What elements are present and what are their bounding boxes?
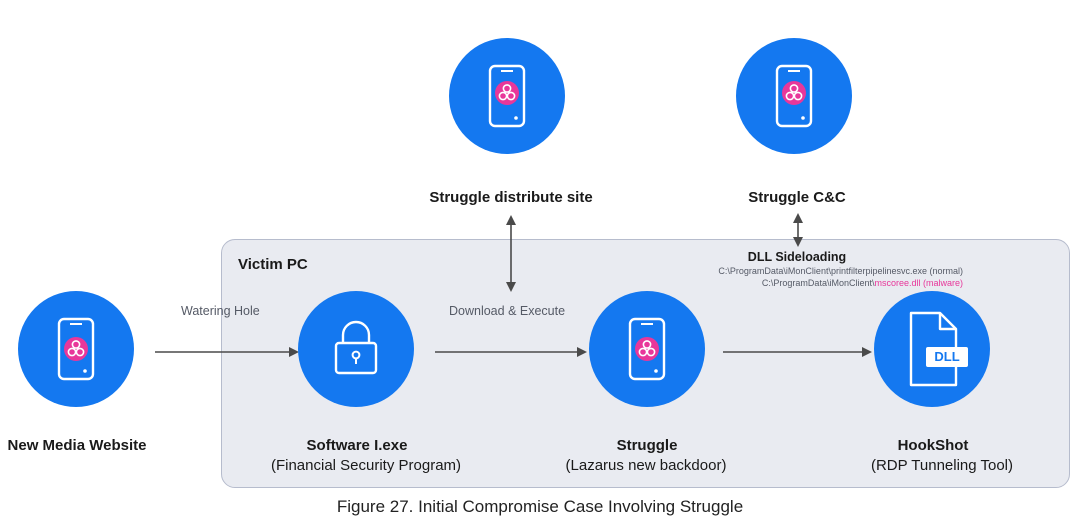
dll-path-malware: C:\ProgramData\iMonClient\mscoree.dll (m… bbox=[762, 278, 963, 288]
dll-path-malware-prefix: C:\ProgramData\iMonClient\ bbox=[761, 278, 875, 288]
figure-caption: Figure 27. Initial Compromise Case Invol… bbox=[336, 497, 744, 516]
dll-badge-text: DLL bbox=[934, 349, 960, 364]
c2-title: Struggle C&C bbox=[748, 189, 846, 206]
hookshot-title: HookShot bbox=[897, 437, 969, 454]
software-node bbox=[298, 291, 414, 407]
lock-icon bbox=[334, 320, 378, 375]
malware-phone-icon bbox=[775, 64, 813, 128]
website-node bbox=[18, 291, 134, 407]
victim-pc-label: Victim PC bbox=[238, 256, 308, 273]
dll-path-malware-file: mscoree.dll (malware) bbox=[874, 278, 963, 288]
software-subtitle: (Financial Security Program) bbox=[270, 457, 462, 474]
download-execute-label: Download & Execute bbox=[449, 304, 566, 318]
malware-phone-icon bbox=[488, 64, 526, 128]
watering-hole-label: Watering Hole bbox=[181, 304, 260, 318]
dll-path-normal: C:\ProgramData\iMonClient\printfilterpip… bbox=[718, 266, 963, 276]
hookshot-node: DLL bbox=[874, 291, 990, 407]
dll-file-icon bbox=[909, 311, 968, 387]
distribute-site-node bbox=[449, 38, 565, 154]
struggle-node bbox=[589, 291, 705, 407]
struggle-subtitle: (Lazarus new backdoor) bbox=[565, 457, 727, 474]
struggle-title: Struggle bbox=[616, 437, 678, 454]
website-title: New Media Website bbox=[7, 437, 147, 454]
distribute-site-title: Struggle distribute site bbox=[429, 189, 593, 206]
software-title: Software I.exe bbox=[306, 437, 408, 454]
c2-node bbox=[736, 38, 852, 154]
malware-phone-icon bbox=[628, 317, 666, 381]
hookshot-subtitle: (RDP Tunneling Tool) bbox=[870, 457, 1014, 474]
malware-phone-icon bbox=[57, 317, 95, 381]
dll-sideloading-title: DLL Sideloading bbox=[747, 250, 847, 264]
